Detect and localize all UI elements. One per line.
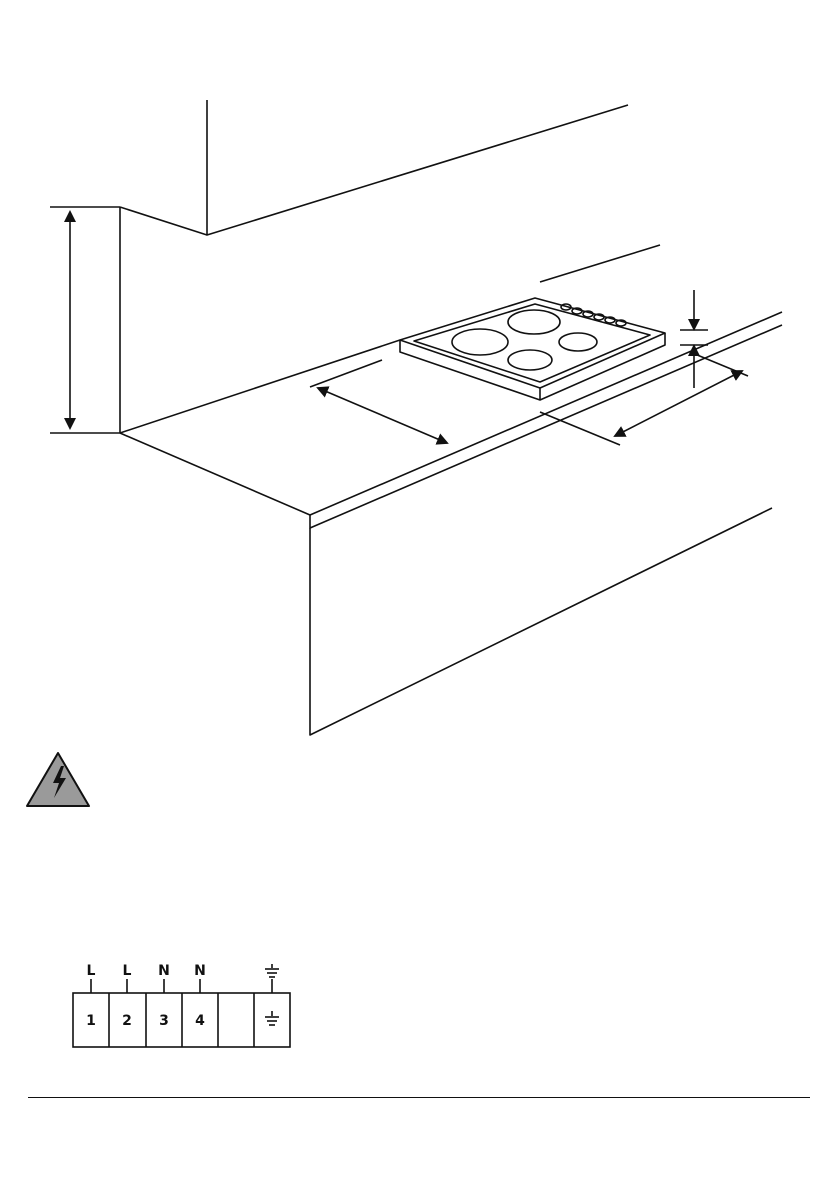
footer-divider [28,1097,810,1098]
right-extension-1 [540,412,620,445]
depth-extension-left [310,360,382,387]
terminal-number-1: 1 [86,1013,96,1029]
hotplate-back [508,310,560,334]
terminal-top-label-1: L [87,963,96,979]
hotplate-large-left [452,329,508,355]
terminal-number-2: 2 [122,1013,132,1029]
terminal-top-label-2: L [123,963,132,979]
hob-side-outline [400,333,665,400]
terminal-block-diagram: L L N N 1 2 3 4 [60,955,310,1065]
width-dimension-arrow [615,371,742,436]
hob-top-outline [400,298,665,388]
electrical-hazard-icon [24,750,92,810]
control-knobs [561,304,626,326]
wall-cabinet-outline [207,100,628,235]
terminal-top-label-4: N [194,963,206,979]
back-wall-outline [120,207,207,235]
installation-drawing [0,0,840,760]
wall-shelf-line [540,245,660,282]
terminal-top-label-3: N [158,963,170,979]
lower-cabinet-outline [310,508,772,735]
hotplate-right [559,333,597,351]
terminal-number-4: 4 [195,1013,205,1029]
depth-dimension-arrow [318,388,447,443]
earth-symbol-terminal-icon [265,1011,279,1025]
earth-symbol-top-icon [265,964,279,977]
worktop-front-edge [310,325,782,528]
worktop-outline [120,312,782,515]
worktop-back-edge [120,340,400,433]
hotplate-front [508,350,552,370]
terminal-number-3: 3 [159,1013,169,1029]
